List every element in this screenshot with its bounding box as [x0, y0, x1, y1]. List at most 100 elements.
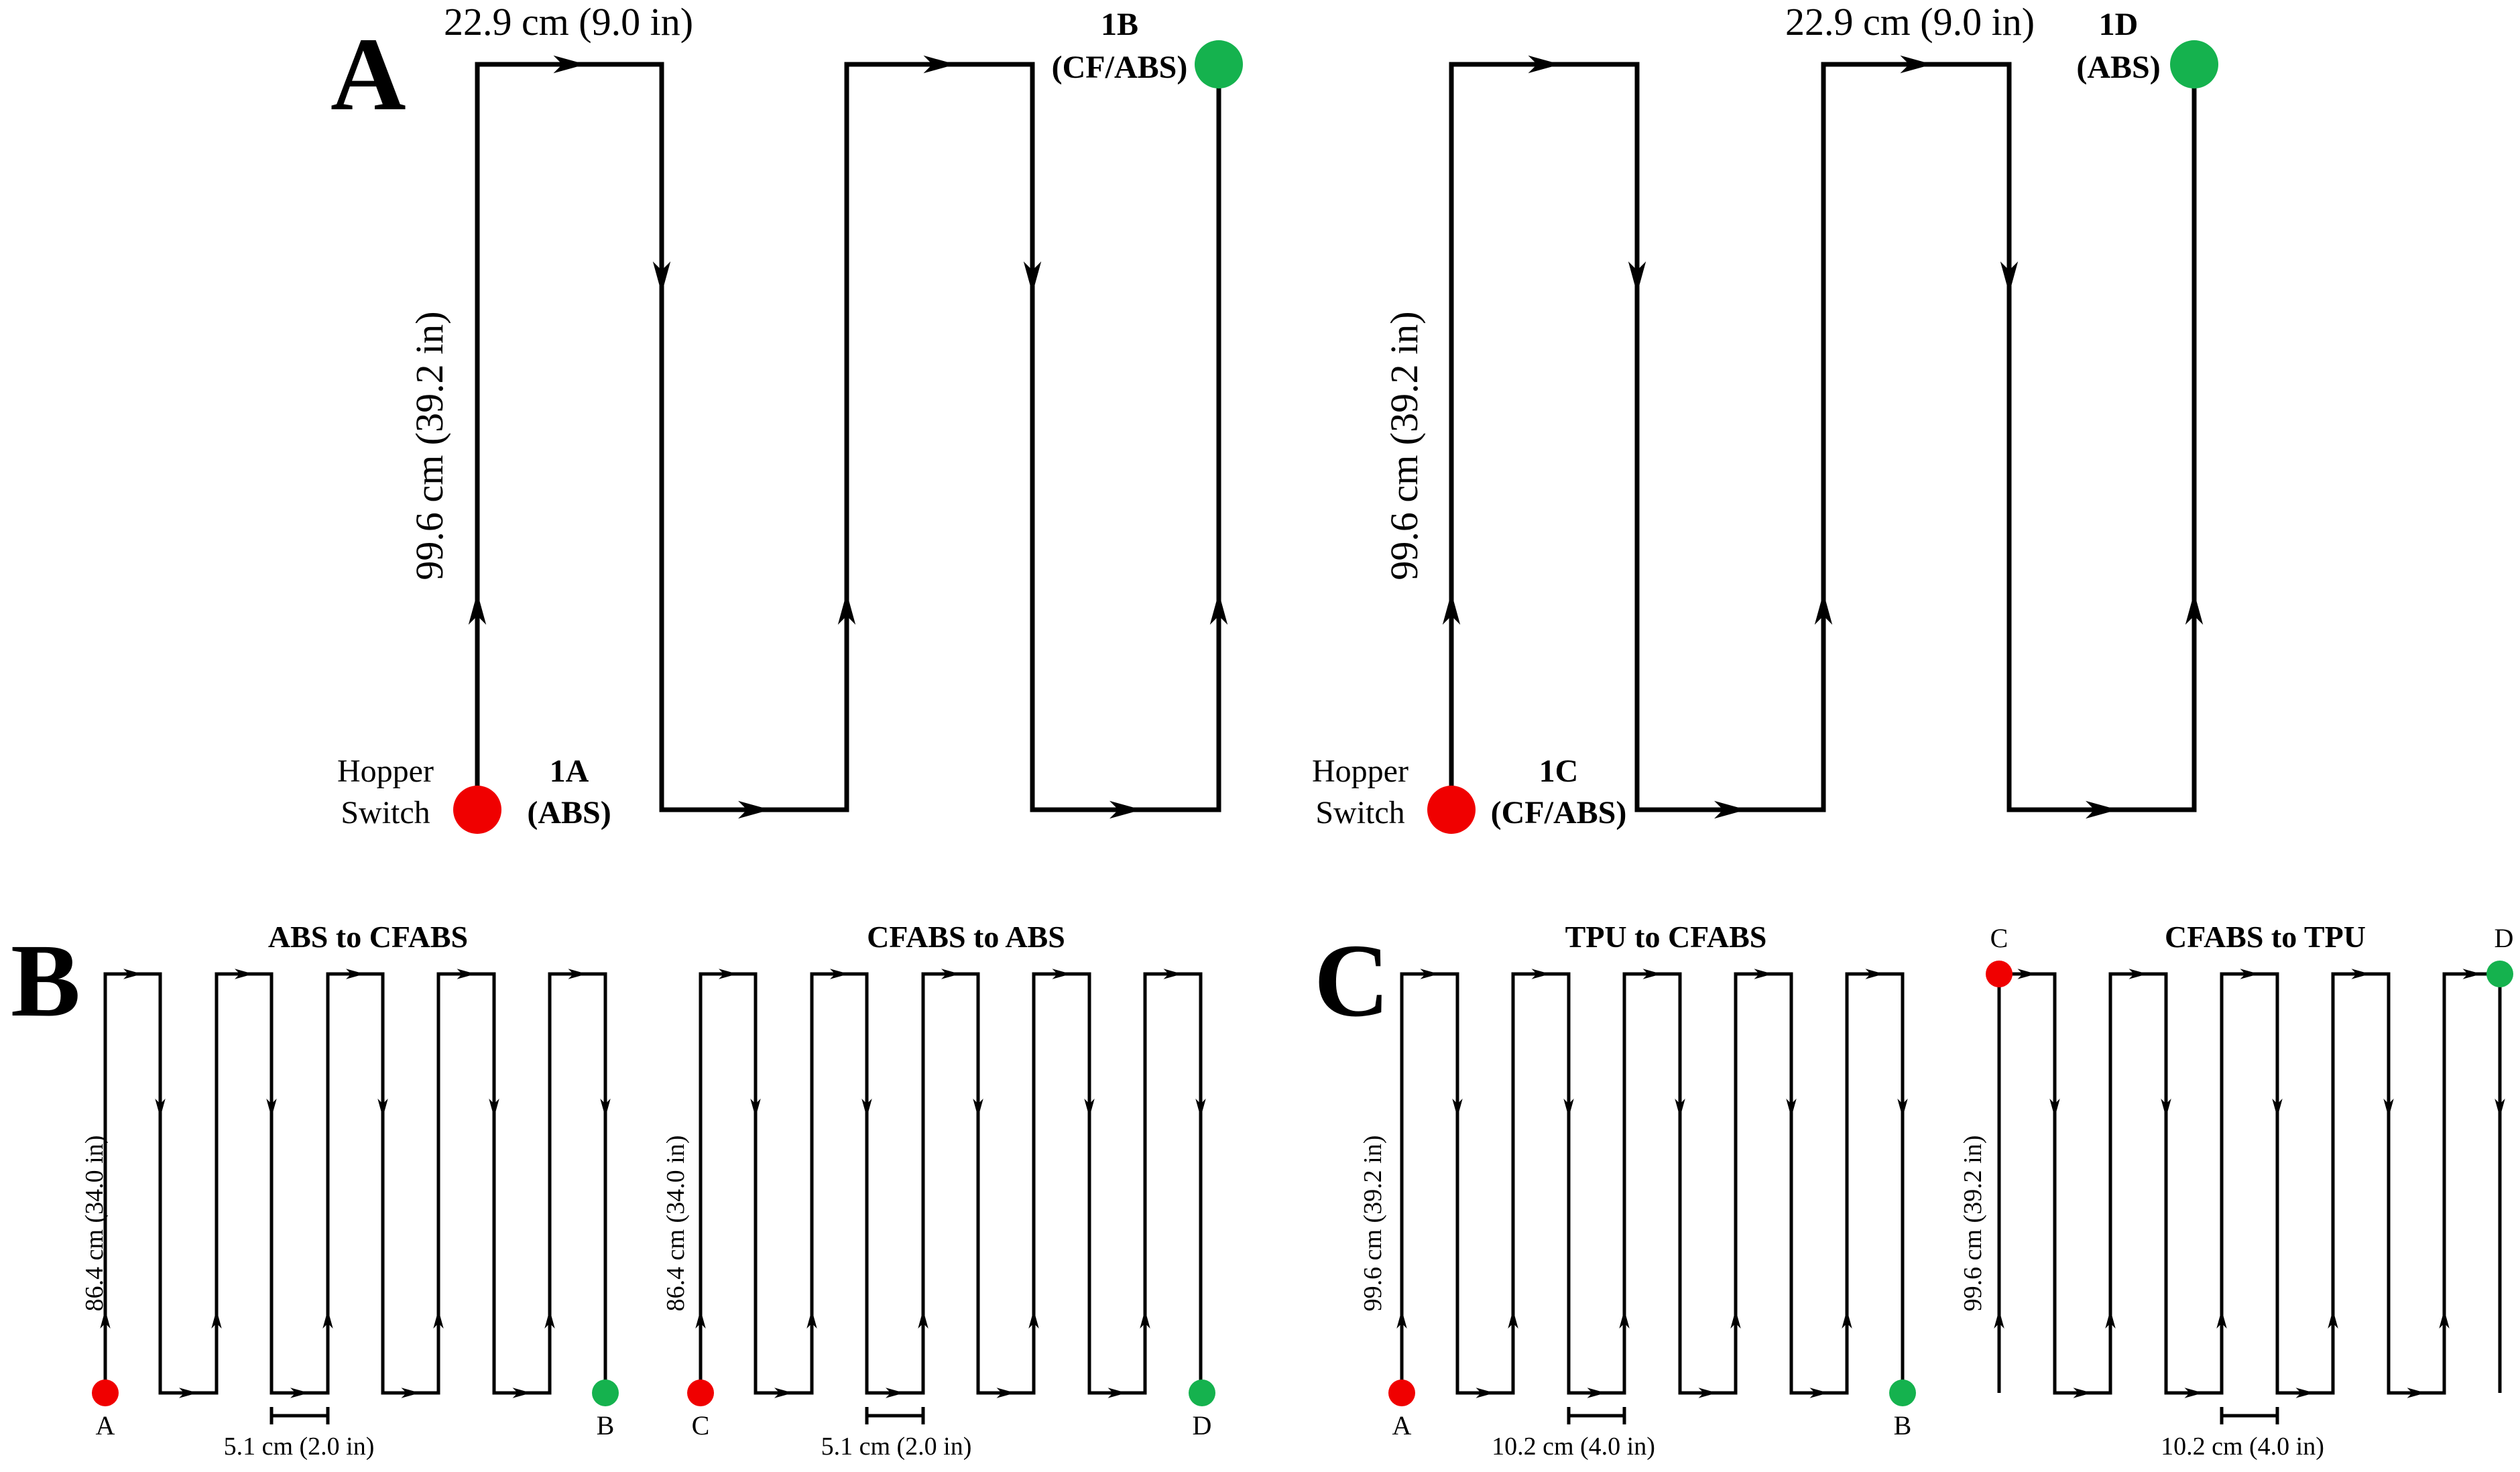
panel-b-right-height-label: 86.4 cm (34.0 in) — [662, 1136, 690, 1312]
panel-b-right-arrow-right — [886, 1388, 904, 1398]
panel-c-right-end-label: D — [2495, 923, 2514, 953]
panel-a-right-width-label: 22.9 cm (9.0 in) — [1785, 0, 2035, 44]
panel-b-left-arrow-up — [211, 1310, 222, 1329]
panel-b-left-start-dot — [92, 1379, 119, 1406]
panel-a-left-end-id: 1B — [1101, 7, 1138, 42]
endpoint-dots — [92, 40, 2513, 1406]
panel-b-right-spacing-label: 5.1 cm (2.0 in) — [821, 1432, 972, 1461]
panel-c-left-arrow-down — [1452, 1099, 1463, 1117]
panel-c-left-arrow-right — [1476, 1388, 1495, 1398]
panel-b-right-start-dot — [687, 1379, 714, 1406]
panel-b-right-arrow-down — [1195, 1099, 1206, 1117]
panel-c-right-arrow-right — [2407, 1388, 2426, 1398]
panel-c-left-arrow-right — [1754, 969, 1773, 979]
panel-c-right-arrow-down — [2495, 1099, 2505, 1117]
panel-b-left-arrow-down — [377, 1099, 388, 1117]
panel-b-left-arrow-right — [179, 1388, 198, 1398]
panel-b-right-arrow-right — [996, 1388, 1016, 1398]
panel-b-right-arrow-down — [861, 1099, 872, 1117]
panel-c-right-arrow-right — [2351, 969, 2371, 979]
panel-c-left-height-label: 99.6 cm (39.2 in) — [1359, 1136, 1387, 1312]
panel-b-right-arrow-right — [719, 969, 737, 979]
panel-a-right-arrow-right — [1714, 800, 1746, 819]
panel-c-left-arrow-up — [1842, 1310, 1852, 1329]
panel-b-right-arrow-right — [941, 969, 960, 979]
panel-b-right-start-label: C — [692, 1410, 710, 1440]
panel-b-right-arrow-right — [1163, 969, 1183, 979]
panel-a-right-start-id: 1C — [1539, 753, 1579, 789]
panel-c-right-path — [1997, 972, 2502, 1395]
panel-c-left-arrow-down — [1563, 1099, 1574, 1117]
panel-b-right-arrow-down — [1084, 1099, 1095, 1117]
panel-c-left-arrow-right — [1865, 969, 1884, 979]
panel-b-right-arrow-up — [806, 1310, 817, 1329]
panel-a-right-height-label: 99.6 cm (39.2 in) — [1382, 311, 1426, 580]
panel-b-right-title: CFABS to ABS — [867, 920, 1065, 954]
panel-b-left-arrow-up — [544, 1310, 555, 1329]
panel-c-left-start-label: A — [1392, 1410, 1412, 1440]
panel-c-right-arrow-up — [2216, 1310, 2227, 1329]
panel-b-left-spacing-bar — [269, 1407, 330, 1424]
panel-c-right-arrow-right — [2462, 969, 2482, 979]
panel-b-left-arrow-right — [346, 969, 365, 979]
panel-c-left-end-dot — [1889, 1379, 1916, 1406]
panel-a-left-arrow-right — [923, 55, 956, 74]
panel-c-right-title: CFABS to TPU — [2165, 920, 2366, 954]
panel-a-left-arrow-up — [837, 593, 856, 625]
panel-c-left-arrow-right — [1531, 969, 1551, 979]
panel-a-right-hopper-line1: Hopper — [1312, 753, 1408, 789]
panel-c-left-arrow-up — [1619, 1310, 1630, 1329]
panel-c-right-arrow-down — [2161, 1099, 2171, 1117]
panel-a-right-arrow-right — [1900, 55, 1933, 74]
panel-b-right-arrow-right — [1052, 969, 1071, 979]
panel-a-left-height-label: 99.6 cm (39.2 in) — [408, 311, 451, 580]
panel-b-right-arrow-right — [830, 969, 849, 979]
panel-b-right-end-dot — [1189, 1379, 1215, 1406]
panel-b-left-end-label: B — [597, 1410, 615, 1440]
panel-b-right-arrow-up — [695, 1310, 706, 1329]
panel-b-left-arrow-up — [322, 1310, 333, 1329]
panel-a-right-hopper-line2: Switch — [1315, 795, 1404, 831]
panel-b-right-spacing-bar — [865, 1407, 925, 1424]
panel-b-left-arrow-right — [457, 969, 476, 979]
panel-b-right-arrow-up — [918, 1310, 928, 1329]
panel-c-right-height-label: 99.6 cm (39.2 in) — [1959, 1136, 1987, 1312]
panel-c-right-spacing-bar — [2220, 1407, 2279, 1424]
panel-c-right-start-dot — [1986, 961, 2013, 987]
panel-c-right-arrow-up — [2105, 1310, 2116, 1329]
panel-c-right-end-dot — [2486, 961, 2513, 987]
panel-c-left-arrow-up — [1730, 1310, 1741, 1329]
panel-c-right-arrow-up — [2328, 1310, 2338, 1329]
panel-a-left-end-material: (CF/ABS) — [1052, 50, 1188, 85]
panel-a-right-arrow-up — [2185, 593, 2204, 625]
panel-a-letter: A — [331, 16, 406, 132]
panel-c-left-arrow-down — [1897, 1099, 1908, 1117]
panel-a-left-arrow-down — [652, 261, 671, 294]
panel-a-right-end-dot — [2170, 40, 2218, 88]
panel-b-left-height-label: 86.4 cm (34.0 in) — [80, 1136, 109, 1312]
panel-b-left-start-label: A — [96, 1410, 115, 1440]
panel-a-left-end-dot — [1195, 40, 1243, 88]
panel-a-left-path — [475, 62, 1221, 812]
panel-c-right-arrow-right — [2295, 1388, 2315, 1398]
panel-b-right-arrow-right — [1107, 1388, 1127, 1398]
panel-b-right-path — [699, 972, 1203, 1395]
panel-b-left-arrow-up — [433, 1310, 444, 1329]
panel-b-left-path — [103, 972, 607, 1395]
panel-c-left-spacing-bar — [1567, 1407, 1626, 1424]
panel-c-left-arrow-right — [1420, 969, 1439, 979]
panel-c-left-spacing-label: 10.2 cm (4.0 in) — [1492, 1432, 1655, 1461]
panel-a-left-start-material: (ABS) — [527, 795, 611, 831]
panel-c-right-spacing-label: 10.2 cm (4.0 in) — [2161, 1432, 2324, 1461]
panel-a-left-arrow-right — [1109, 800, 1142, 819]
panel-c-left-start-dot — [1388, 1379, 1415, 1406]
panel-a-left-arrow-up — [468, 593, 487, 625]
panel-c-right-arrow-right — [2184, 1388, 2204, 1398]
panel-b-right-arrow-up — [1140, 1310, 1150, 1329]
panel-c-left-arrow-right — [1698, 1388, 1718, 1398]
panel-c-letter: C — [1314, 922, 1390, 1038]
panel-b-left-title: ABS to CFABS — [268, 920, 468, 954]
panel-b-right-arrow-down — [973, 1099, 983, 1117]
panel-b-left-arrow-down — [155, 1099, 166, 1117]
panel-b-right-end-label: D — [1193, 1410, 1212, 1440]
